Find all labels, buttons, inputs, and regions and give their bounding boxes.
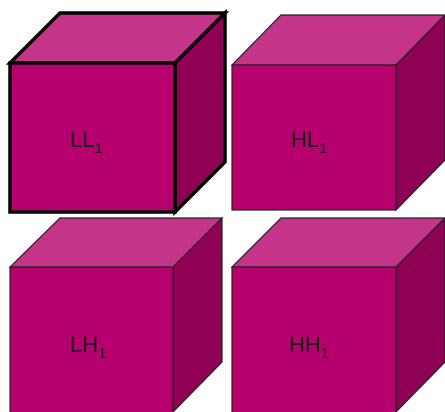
cube-lh1[interactable]: LH1 xyxy=(10,218,222,412)
cube-hh1[interactable]: HH1 xyxy=(232,218,445,412)
cube-ll1[interactable]: LL1 xyxy=(10,13,225,212)
cube-hl1[interactable]: HL1 xyxy=(232,15,445,210)
